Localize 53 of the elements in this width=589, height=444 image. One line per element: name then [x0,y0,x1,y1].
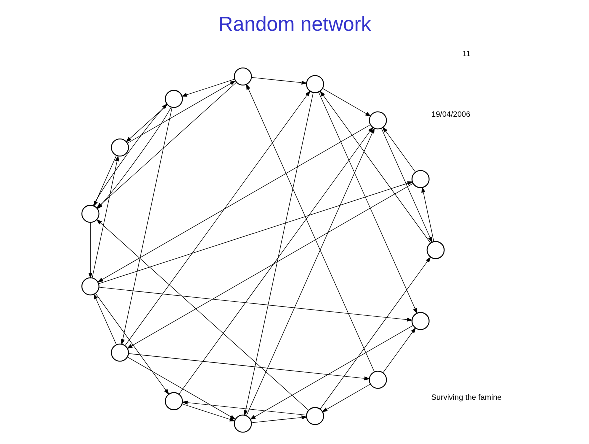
arrow [322,384,370,412]
node-circle [234,68,252,86]
arrow [124,90,310,346]
arrow [92,156,119,278]
node-circle [110,138,129,157]
arrow [320,90,430,244]
label: Surviving the famine [430,393,502,402]
arrow [382,328,416,374]
arrow [382,126,416,173]
arrow [421,186,434,242]
arrow [380,128,432,243]
arrow [127,80,236,144]
arrow [120,107,172,346]
arrow [125,104,168,143]
arrow [127,357,236,420]
node-circle [368,112,387,130]
node-circle [81,205,100,224]
arrow [320,256,431,410]
arrow [246,128,374,416]
label: 11 [462,49,470,58]
node-circle [164,90,183,108]
arrow [98,287,412,322]
node-circle [306,407,324,426]
arrow [93,155,116,207]
node-circle [368,370,387,390]
node-circle [306,75,324,94]
arrow [182,400,306,416]
arrow [181,79,235,97]
node-circle [110,344,129,362]
arrow [98,182,413,284]
arrow [182,404,236,422]
arrow [178,126,374,395]
arrow [243,92,314,416]
arrow [95,294,169,395]
arrow [250,77,308,85]
arrow [322,88,371,117]
node-circle [81,278,100,296]
arrow [88,222,92,279]
arrow [246,84,374,372]
arrow [96,219,309,411]
node-circle [426,241,444,260]
node-circle [411,170,430,188]
arrow [318,92,418,314]
label: 19/04/2006 [431,110,470,119]
diagram-title: Random network [218,14,371,36]
arrow [93,294,116,346]
node-circle [411,312,430,330]
node-circle [164,392,183,410]
arrow [126,183,414,350]
arrow [128,354,370,381]
node-circle [234,414,252,433]
arrow [250,325,413,420]
arrow [250,416,308,424]
